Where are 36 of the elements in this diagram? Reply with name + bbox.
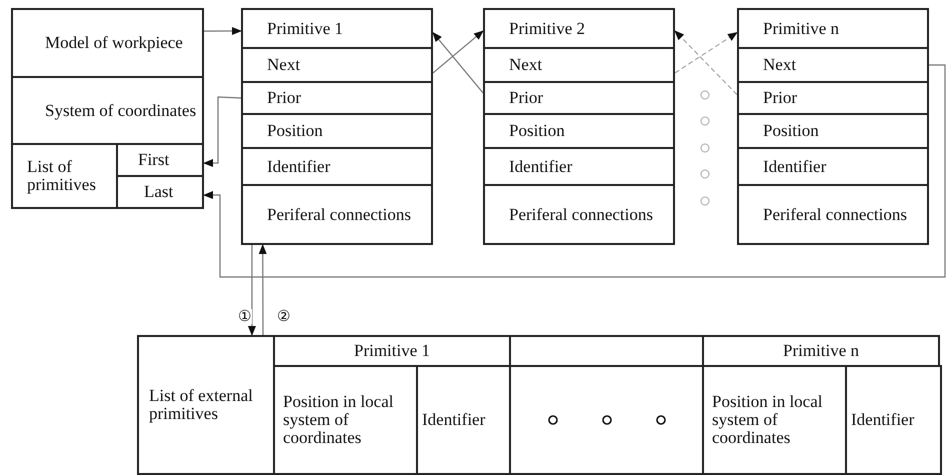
record-field: Identifier <box>737 147 929 186</box>
record-field: Model of workpiece <box>11 8 204 78</box>
record-field: Periferal connections <box>737 184 929 245</box>
table-cell: List of external primitives <box>137 335 275 475</box>
arrow <box>204 27 242 35</box>
record-field: Position <box>737 113 929 149</box>
record-field: Prior <box>241 81 433 115</box>
table-header: Primitive n <box>702 335 940 367</box>
record-field: List of primitives <box>11 143 118 209</box>
arrow <box>203 64 946 278</box>
table-cell: Identifier <box>845 365 942 475</box>
record-field: Identifier <box>241 147 433 186</box>
edge-label: ① <box>237 309 252 324</box>
record-header: Primitive 2 <box>483 8 675 49</box>
record-field: Identifier <box>483 147 675 186</box>
arrow <box>432 32 484 94</box>
arrow <box>674 30 738 96</box>
edge-label: ② <box>276 309 292 324</box>
record-field: Prior <box>737 81 929 115</box>
arrow <box>258 244 267 335</box>
record-field: Next <box>241 47 433 83</box>
record-field: Periferal connections <box>483 184 675 245</box>
record-field: Last <box>116 175 204 209</box>
record-header: Primitive n <box>737 8 929 49</box>
record-field: System of coordinates <box>11 76 204 145</box>
arrow <box>248 245 256 336</box>
arrow <box>432 30 484 74</box>
record-field: Position <box>241 113 433 149</box>
record-field: Next <box>483 47 675 83</box>
record-field: Next <box>737 47 929 83</box>
record-field: Prior <box>483 81 675 115</box>
record-field: Position <box>483 113 675 149</box>
arrow <box>674 32 738 74</box>
record-field: Periferal connections <box>241 184 433 245</box>
arrow <box>203 96 242 168</box>
record-header: Primitive 1 <box>241 8 433 49</box>
